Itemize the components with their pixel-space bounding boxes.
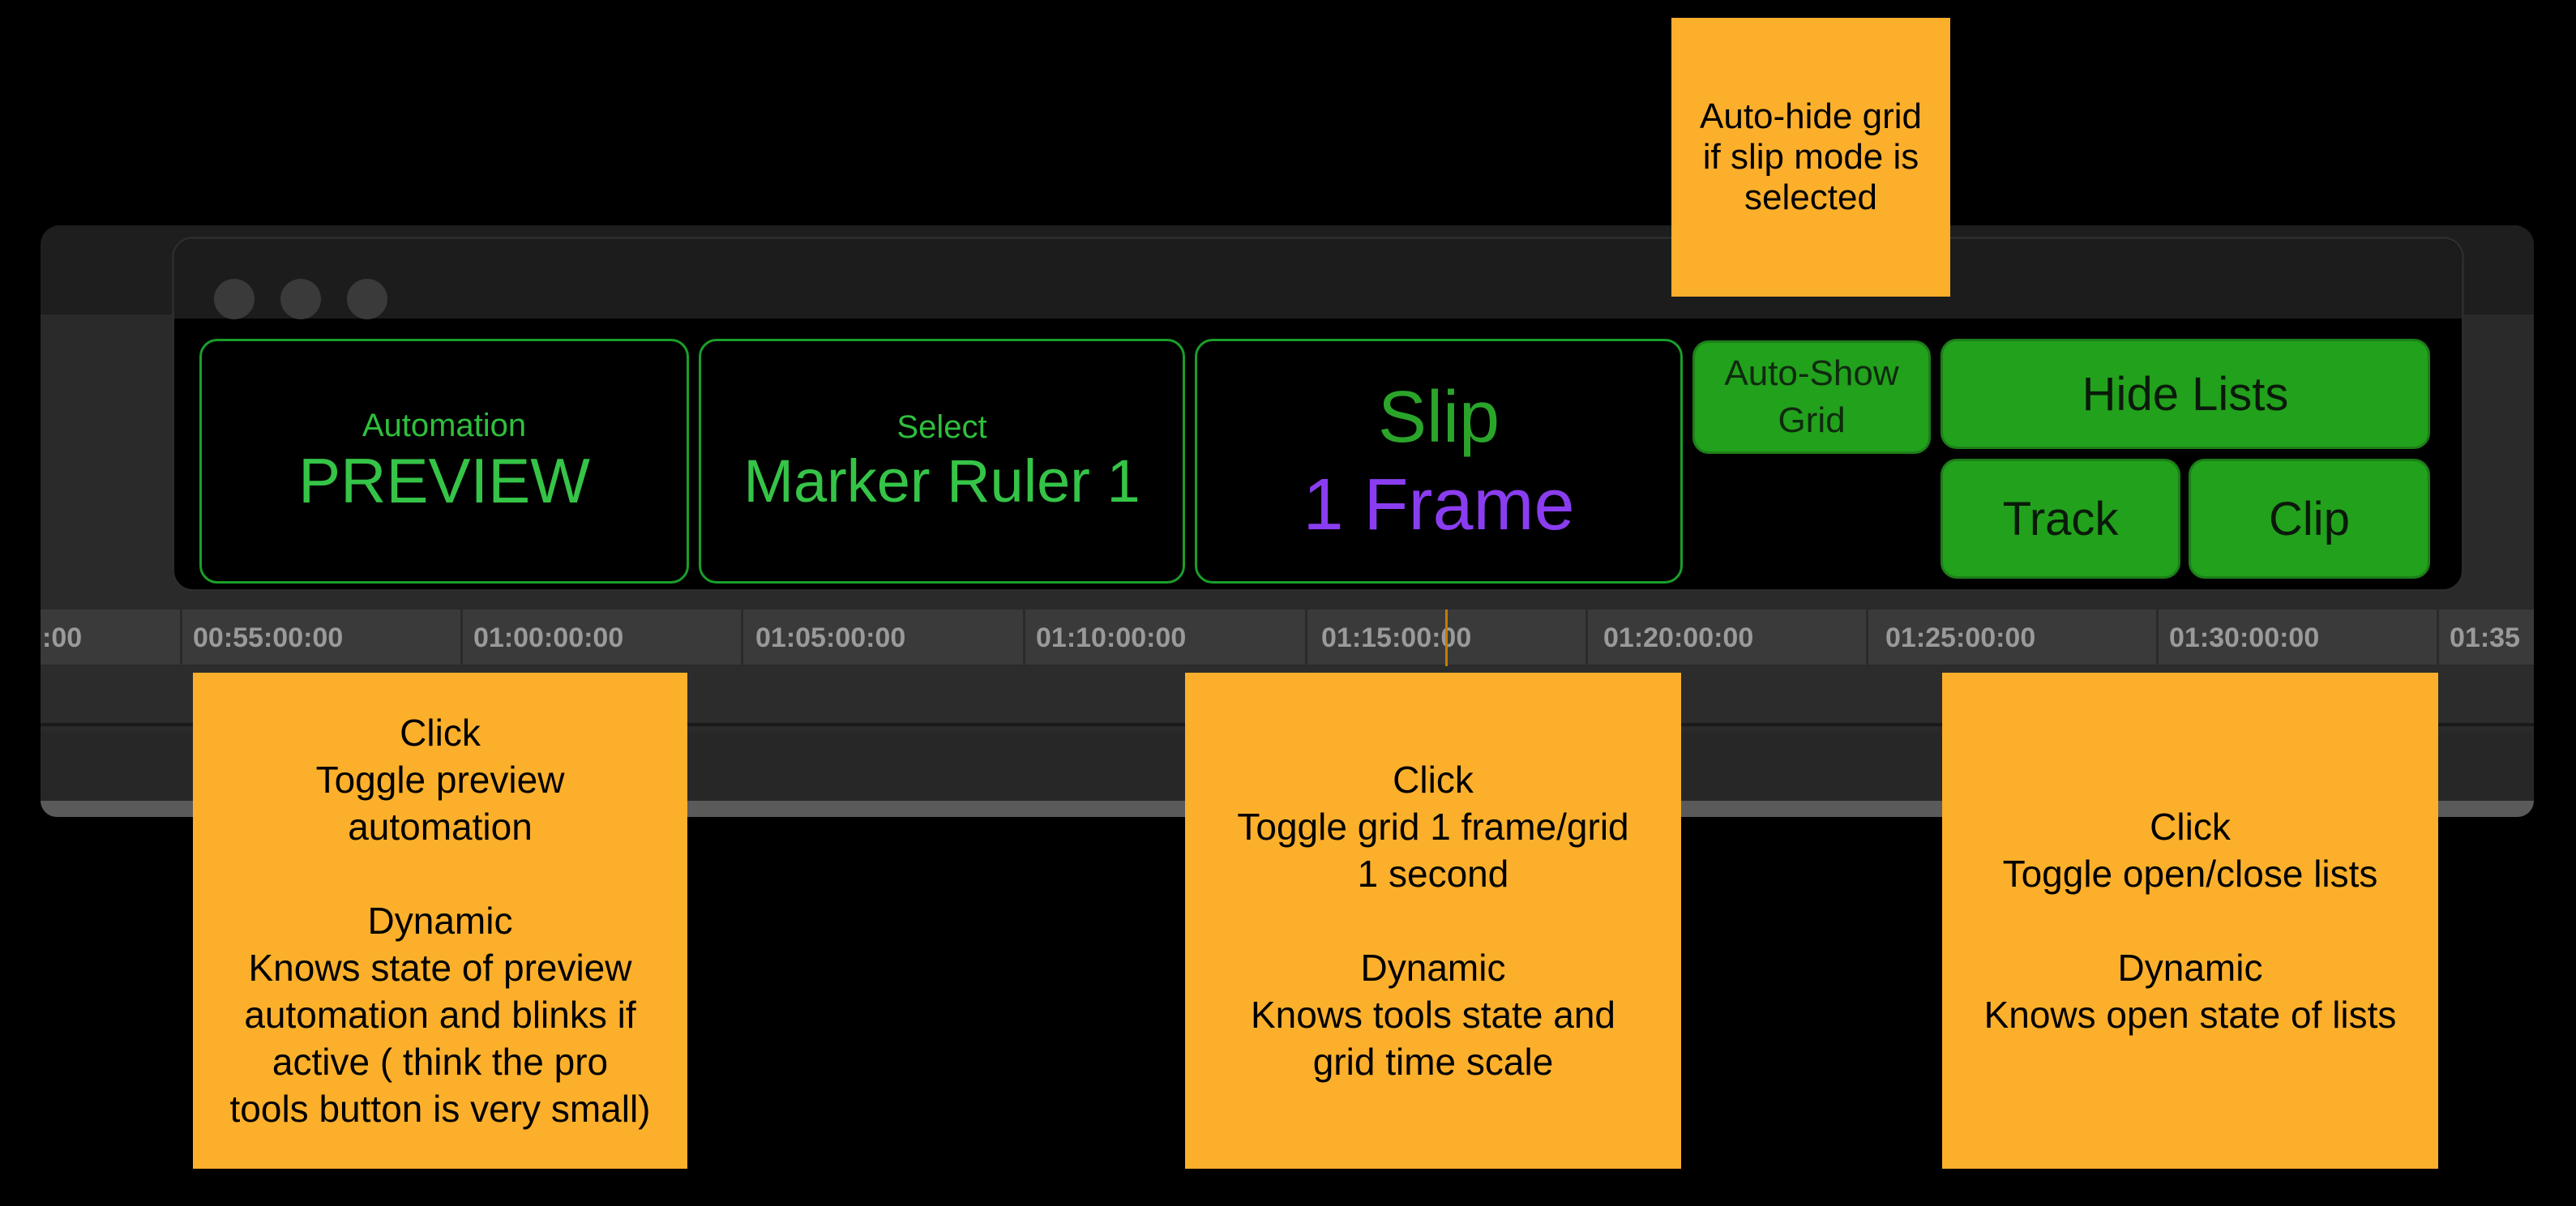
note-line: selected — [1744, 177, 1877, 217]
note-line: Toggle grid 1 frame/grid — [1237, 806, 1629, 848]
ruler-tick-label: 01:35 — [2450, 622, 2520, 653]
ruler-tick-label: 01:30:00:00 — [2169, 622, 2320, 653]
auto-show-grid-line2: Grid — [1778, 400, 1846, 440]
ruler-tick-label: 00:55:00:00 — [193, 622, 344, 653]
ruler-tick-label: 01:05:00:00 — [755, 622, 906, 653]
note-line: Dynamic — [2117, 947, 2263, 989]
timecode-ruler[interactable] — [41, 609, 2534, 665]
window-close-button[interactable] — [214, 279, 255, 319]
auto-show-grid-button[interactable]: Auto-Show Grid — [1692, 340, 1931, 454]
hide-lists-button[interactable]: Hide Lists — [1941, 339, 2430, 449]
note-line: active ( think the pro — [272, 1041, 609, 1083]
automation-preview-button[interactable]: Automation PREVIEW — [199, 339, 689, 584]
ruler-tick-label: 01:15:00:00 — [1321, 622, 1472, 653]
note-line: Dynamic — [1360, 947, 1506, 989]
note-line: Click — [1393, 759, 1474, 801]
playhead-cursor[interactable] — [1445, 609, 1448, 668]
note-line: if slip mode is — [1702, 137, 1919, 177]
note-line: automation and blinks if — [244, 994, 636, 1036]
select-value: Marker Ruler 1 — [743, 447, 1140, 515]
clip-list-button[interactable]: Clip — [2189, 459, 2430, 579]
select-caption: Select — [896, 409, 987, 446]
ruler-tick-label: :00 — [42, 622, 83, 653]
note-grid: Click Toggle grid 1 frame/grid 1 second … — [1185, 673, 1681, 1169]
ruler-divider — [2156, 609, 2159, 665]
automation-value: PREVIEW — [298, 445, 590, 517]
note-line: Knows state of preview — [248, 947, 632, 989]
select-marker-ruler-button[interactable]: Select Marker Ruler 1 — [699, 339, 1185, 584]
ruler-tick-label: 01:25:00:00 — [1885, 622, 2036, 653]
note-auto-hide-grid: Auto-hide grid if slip mode is selected — [1671, 18, 1950, 297]
ruler-divider — [1866, 609, 1868, 665]
edit-mode-label: Slip — [1377, 376, 1500, 458]
ruler-divider — [180, 609, 182, 665]
hide-lists-label: Hide Lists — [2082, 367, 2289, 421]
window-minimize-button[interactable] — [280, 279, 321, 319]
note-line: Dynamic — [367, 900, 513, 942]
ruler-divider — [1585, 609, 1588, 665]
ruler-tick-label: 01:00:00:00 — [473, 622, 624, 653]
note-line: grid time scale — [1312, 1041, 1554, 1083]
note-line: Auto-hide grid — [1700, 96, 1922, 136]
note-line: Click — [2150, 806, 2231, 848]
note-lists: Click Toggle open/close lists Dynamic Kn… — [1942, 673, 2438, 1169]
ruler-divider — [1023, 609, 1025, 665]
ruler-tick-label: 01:10:00:00 — [1036, 622, 1187, 653]
ruler-divider — [2437, 609, 2439, 665]
ruler-divider — [1305, 609, 1307, 665]
clip-label: Clip — [2269, 492, 2350, 545]
note-line: Knows open state of lists — [1983, 994, 2397, 1036]
note-line: Toggle open/close lists — [2002, 853, 2378, 895]
grid-value-label: 1 Frame — [1303, 464, 1575, 545]
note-line: Knows tools state and — [1250, 994, 1616, 1036]
track-label: Track — [2002, 492, 2119, 545]
track-list-button[interactable]: Track — [1941, 459, 2180, 579]
note-line: Toggle preview — [315, 759, 565, 801]
grid-toggle-button[interactable]: Slip 1 Frame — [1195, 339, 1683, 584]
auto-show-grid-line1: Auto-Show — [1724, 353, 1899, 393]
note-line: Click — [400, 712, 481, 754]
note-line: tools button is very small) — [229, 1088, 651, 1130]
panel-titlebar — [174, 239, 2462, 319]
ruler-tick-label: 01:20:00:00 — [1603, 622, 1754, 653]
note-automation: Click Toggle preview automation Dynamic … — [193, 673, 687, 1169]
window-zoom-button[interactable] — [347, 279, 387, 319]
note-line: automation — [348, 806, 533, 848]
automation-caption: Automation — [362, 408, 527, 444]
note-line: 1 second — [1357, 853, 1509, 895]
ruler-divider — [741, 609, 743, 665]
ruler-divider — [460, 609, 463, 665]
